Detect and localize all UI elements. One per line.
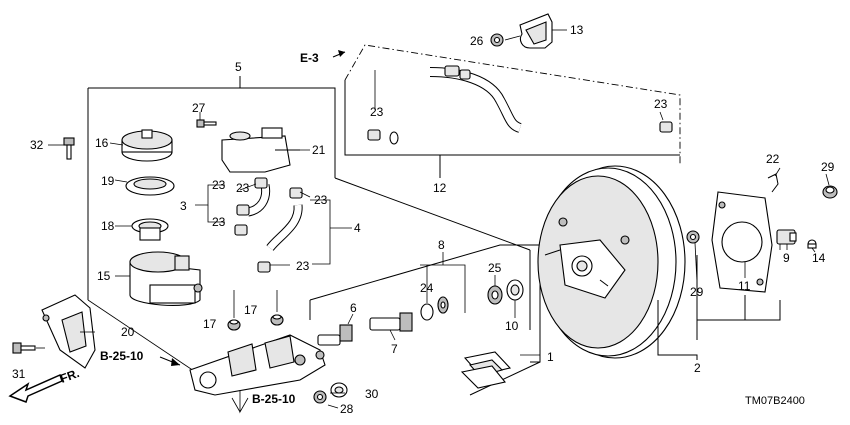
callout-7: 7 [391,342,398,356]
gasket-set [460,351,512,389]
nut-29-booster [686,230,700,244]
callout-17-right: 17 [244,303,258,317]
ref-b2510-left: B-25-10 [100,349,144,363]
callout-2: 2 [694,361,701,375]
vacuum-hose [367,65,673,145]
callout-23-d: 23 [296,259,310,273]
o-ring-24 [420,303,434,321]
reservoir-bracket [41,294,96,369]
reservoir-cap [121,129,173,162]
vacuum-hose-group-frame [344,44,681,178]
bolt-31 [12,342,36,354]
callout-3: 3 [180,199,187,213]
flange-nut-26 [490,33,504,47]
clip-22 [767,173,779,193]
grommet-17-right [270,314,284,326]
callout-28: 28 [340,402,354,416]
callout-30: 30 [365,387,379,401]
callout-8: 8 [438,238,445,252]
callout-14: 14 [812,251,826,265]
callout-23-f: 23 [654,97,668,111]
push-rod-7 [369,312,413,332]
seal-10 [506,279,524,301]
seal-8 [437,296,449,314]
bolt-32 [63,137,75,160]
ref-front: FR. [58,366,81,386]
callout-20: 20 [121,325,135,339]
sensor-9 [776,229,797,245]
callout-24: 24 [420,281,434,295]
booster-leader-lines [657,255,781,360]
callout-31: 31 [12,367,26,381]
callout-17-left: 17 [203,317,217,331]
callout-22: 22 [766,152,780,166]
callout-32: 32 [30,138,44,152]
callout-10: 10 [505,319,519,333]
callout-27: 27 [192,101,206,115]
ref-e3: E-3 [300,51,319,65]
callout-5: 5 [235,60,242,74]
washer-30 [330,382,348,398]
strainer-19 [125,176,175,196]
callout-23-c: 23 [314,193,328,207]
joint-6 [317,324,353,346]
callout-15: 15 [97,269,111,283]
hose-bracket [519,13,553,49]
reservoir-hose-3 [236,177,271,217]
callout-23-e: 23 [370,105,384,119]
grommet-17-left [227,319,241,331]
callout-labels: 1 2 3 4 5 6 7 8 9 10 11 12 13 14 15 16 1… [12,23,835,416]
grommet-29-right [822,185,838,199]
callout-29-booster: 29 [690,285,704,299]
leader-lines [36,29,830,414]
callout-26: 26 [470,34,484,48]
master-cylinder-group-frame [87,76,531,376]
callout-18: 18 [101,219,115,233]
callout-13: 13 [570,23,584,37]
callout-23-a: 23 [212,178,226,192]
callout-23-g: 23 [236,181,250,195]
callout-4: 4 [354,221,361,235]
callout-29-right: 29 [821,160,835,174]
bolt-14 [807,239,817,249]
seal-25 [487,285,503,305]
ref-arrow-b2510-left [159,356,181,366]
callout-16: 16 [95,136,109,150]
booster-gasket [711,191,773,293]
nut-28 [313,390,327,404]
callout-11: 11 [738,279,751,293]
callout-21: 21 [312,143,326,157]
drawing-code: TM07B2400 [745,395,805,407]
front-direction-arrow [8,373,63,403]
reservoir-seal [131,218,169,241]
callout-1: 1 [547,350,554,364]
callout-12: 12 [433,181,447,195]
ref-arrow-e3 [332,50,346,58]
reference-labels: E-3 B-25-10 B-25-10 FR. TM07B2400 [58,51,805,407]
clutch-reservoir [221,127,300,173]
fluid-reservoir [129,251,203,306]
callout-19: 19 [101,174,115,188]
brake-booster [537,165,686,359]
callout-25: 25 [488,261,502,275]
ref-b2510-bottom: B-25-10 [252,392,296,406]
reservoir-hose-4 [234,187,303,273]
callout-23-b: 23 [212,215,226,229]
bolt-27 [196,119,217,128]
callout-9: 9 [783,251,790,265]
callout-6: 6 [350,301,357,315]
master-cylinder-body [189,334,326,396]
